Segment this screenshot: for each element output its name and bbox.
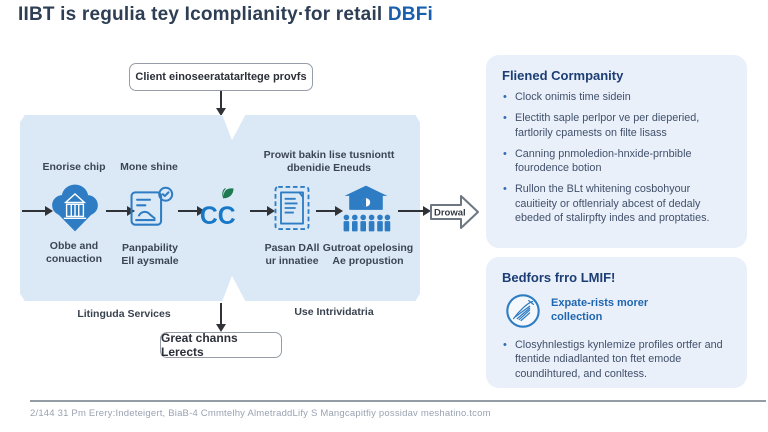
step4-bottom-label: Gutroat opelosing Ae propustion xyxy=(322,242,414,268)
drowal-arrow: Drowal xyxy=(430,195,479,229)
connector-down-arrow-top xyxy=(216,91,226,116)
great-box-label: Great channs Lerects xyxy=(161,331,238,359)
step3-top-label: Prowit bakin lise tusniontt dbenidie Ene… xyxy=(263,149,395,175)
list-item: Closyhnlestigs kynlemize profiles ortfer… xyxy=(502,338,731,381)
list-item: Electith saple perlpor ve per dieperied,… xyxy=(502,111,731,140)
step3-bottom-label: Pasan DAll ur innatiee xyxy=(264,242,320,268)
compliance-panel-heading: Fliened Cormpanity xyxy=(502,68,624,83)
certificate-icon xyxy=(274,186,310,230)
step1-bottom-label: Obbe and conuaction xyxy=(45,240,102,266)
footer-divider xyxy=(30,400,766,402)
page-title-text: IIBT is regulia tey Icomplianity·for ret… xyxy=(18,4,388,25)
drowal-arrow-label: Drowal xyxy=(434,208,466,219)
flow-arrow xyxy=(106,206,135,216)
compliance-bullet-list: Clock onimis time sidein Electith saple … xyxy=(502,90,731,225)
benefits-panel: Bedfors frro LMIF! Expate-rists morer co… xyxy=(486,257,747,388)
cc-leaf-logo: CC xyxy=(200,188,236,230)
connector-down-arrow-bottom xyxy=(216,303,226,332)
bottom-left-label: Litinguda Services xyxy=(77,308,171,320)
expert-label: Expate-rists morer collection xyxy=(551,297,649,323)
benefits-panel-heading: Bedfors frro LMIF! xyxy=(502,270,616,285)
step2-bottom-label: Panpability Ell aysmale xyxy=(121,242,179,268)
flow-arrow xyxy=(316,206,343,216)
benefits-bullet-list: Closyhnlestigs kynlemize profiles ortfer… xyxy=(502,338,731,381)
client-box-label: Client einoseeratatarltege provfs xyxy=(135,71,307,83)
list-item: Rullon the BLt whitening cosbohyour caui… xyxy=(502,182,731,225)
flow-arrow xyxy=(22,206,53,216)
flow-arrow xyxy=(398,206,431,216)
compliance-panel: Fliened Cormpanity Clock onimis time sid… xyxy=(486,55,747,248)
list-item: Canning pnmoledion-hnxide-prnbible fouro… xyxy=(502,147,731,176)
footer-text: 2/144 31 Pm Erery:Indeteigert, BiaB-4 Cm… xyxy=(30,408,491,419)
cc-logo-text: CC xyxy=(200,203,236,230)
great-channels-box: Great channs Lerects xyxy=(160,331,282,359)
page-title-highlight: DBFi xyxy=(387,4,434,25)
cloud-bank-icon xyxy=(52,184,98,232)
document-hand-icon xyxy=(130,186,174,226)
flow-arrow xyxy=(178,206,205,216)
package-people-icon xyxy=(343,185,391,232)
client-requirements-box: Client einoseeratatarltege provfs xyxy=(129,63,313,91)
step2-top-label: Mone shine xyxy=(120,161,178,173)
bottom-right-label: Use Intrividatria xyxy=(294,306,374,318)
expert-row: Expate-rists morer collection xyxy=(504,292,731,330)
sketch-hand-icon xyxy=(506,294,540,328)
step1-top-label: Enorise chip xyxy=(42,161,106,173)
page-title: IIBT is regulia tey Icomplianity·for ret… xyxy=(18,4,433,26)
list-item: Clock onimis time sidein xyxy=(502,90,731,105)
flow-arrow xyxy=(250,206,275,216)
